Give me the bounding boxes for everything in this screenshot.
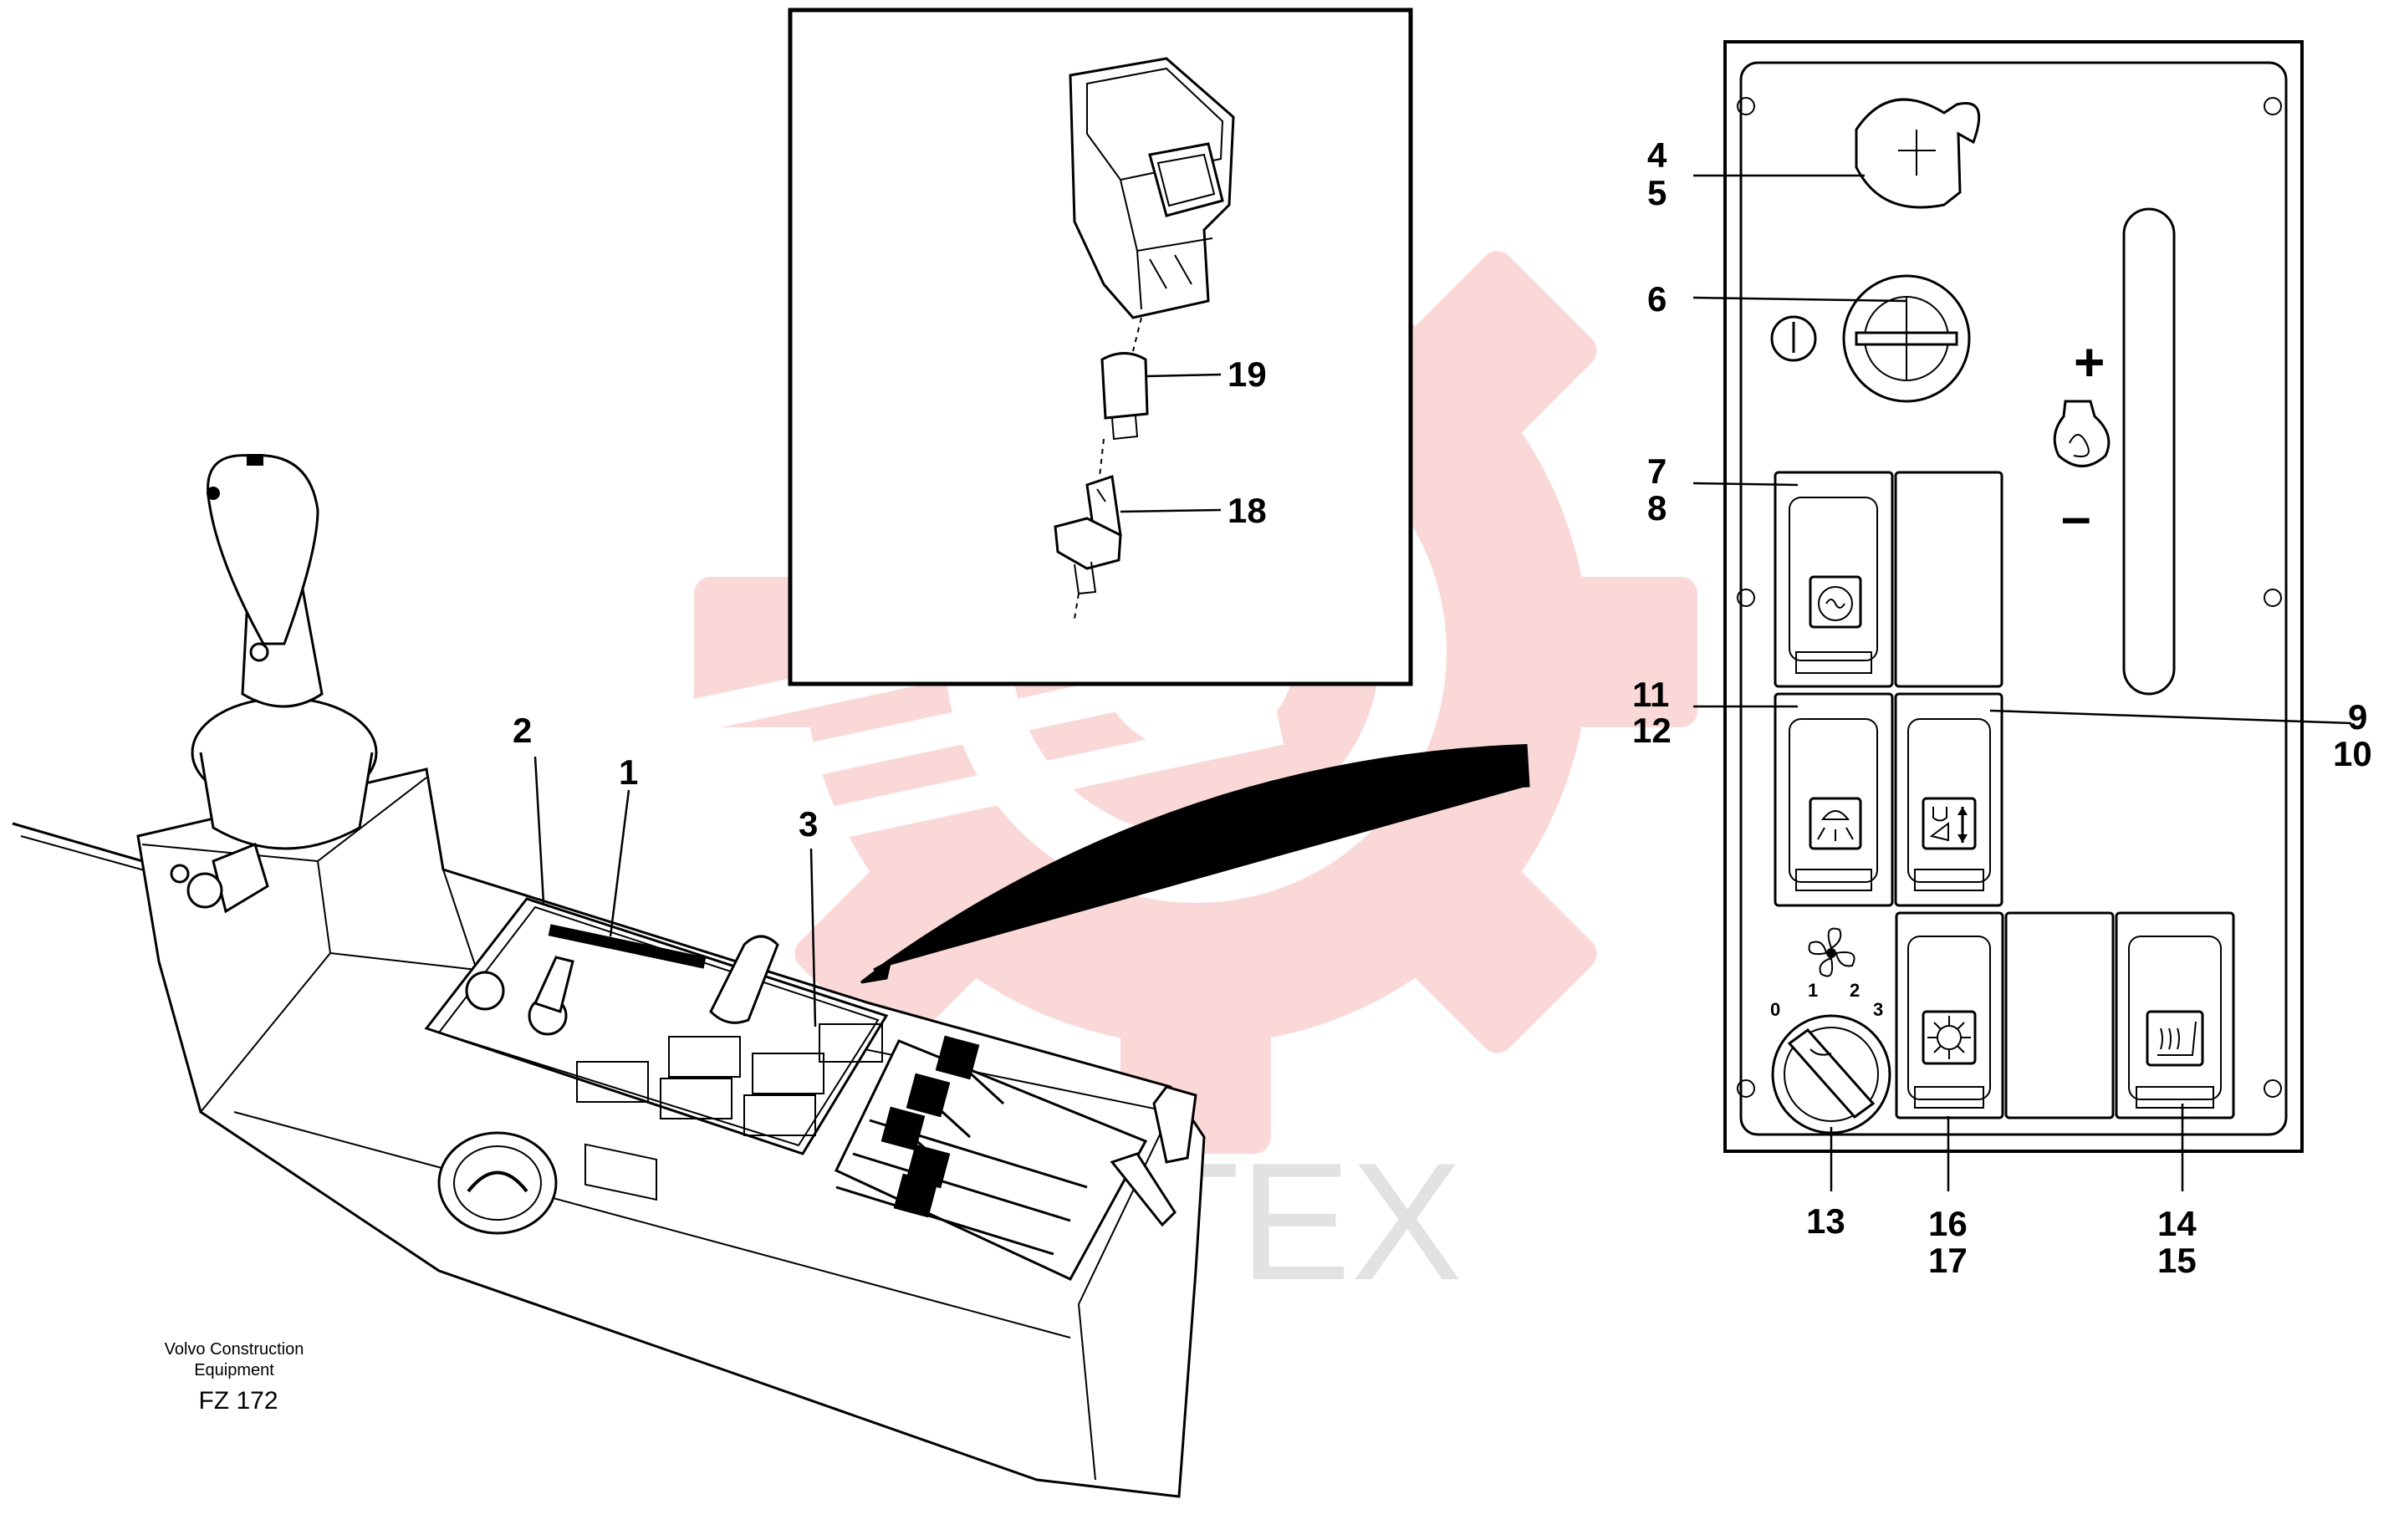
defroster-icon bbox=[1922, 1010, 1977, 1065]
fan-pos-0: 0 bbox=[1770, 999, 1780, 1020]
console-switch-grid bbox=[576, 1023, 883, 1201]
leader-lines bbox=[533, 174, 2352, 1191]
callout-18: 18 bbox=[1228, 491, 1267, 530]
ignition-key-icon bbox=[465, 956, 574, 1036]
ignition-key-icon bbox=[1770, 274, 1971, 403]
control-console bbox=[12, 454, 1206, 1498]
switch-tilt bbox=[1894, 692, 2003, 907]
switch-seat-heater bbox=[2115, 911, 2235, 1119]
rocker-switch-icon bbox=[1069, 57, 1235, 319]
callout-7: 7 bbox=[1647, 451, 1667, 491]
figure-code: FZ 172 bbox=[198, 1387, 278, 1415]
bulb-holder-icon bbox=[1054, 475, 1122, 595]
fan-pos-1: 1 bbox=[1808, 980, 1818, 1001]
callout-8: 8 bbox=[1647, 488, 1667, 528]
callout-5: 5 bbox=[1647, 173, 1667, 212]
seat-heater-icon bbox=[2146, 1010, 2204, 1067]
plus-sign: + bbox=[2074, 332, 2105, 392]
bulb-icon bbox=[1100, 352, 1149, 441]
caption-line-1: Volvo Construction bbox=[165, 1340, 304, 1359]
fan-speed-knob: 0 1 2 3 bbox=[1770, 980, 1891, 1135]
callout-16: 16 bbox=[1928, 1204, 1968, 1243]
callout-labels: 1 2 3 4 5 6 7 8 9 10 11 12 13 14 15 16 1… bbox=[513, 135, 2372, 1280]
switch-work-light bbox=[1774, 692, 1894, 907]
switch-panel: + – bbox=[1723, 40, 2304, 1153]
fan-pos-2: 2 bbox=[1850, 980, 1860, 1001]
inset-box bbox=[788, 8, 1413, 686]
callout-3: 3 bbox=[799, 804, 818, 844]
callout-17: 17 bbox=[1928, 1241, 1968, 1280]
minus-sign: – bbox=[2061, 487, 2091, 547]
tilt-icon bbox=[1922, 797, 1977, 850]
callout-19: 19 bbox=[1228, 354, 1267, 394]
panel-screws bbox=[1737, 97, 2282, 1098]
fan-icon bbox=[1808, 927, 1855, 977]
figure-caption: Volvo Construction Equipment FZ 172 bbox=[165, 1340, 304, 1415]
console-levers bbox=[835, 1035, 1088, 1256]
side-adjuster bbox=[170, 842, 269, 914]
callout-10: 10 bbox=[2333, 734, 2372, 773]
callout-4: 4 bbox=[1647, 135, 1667, 175]
blank-slot-2 bbox=[2004, 911, 2115, 1119]
callout-2: 2 bbox=[513, 711, 532, 750]
callout-12: 12 bbox=[1632, 711, 1672, 750]
joystick bbox=[191, 454, 378, 850]
switch-glow-plug bbox=[1774, 471, 1894, 688]
dimmer-slot bbox=[2122, 207, 2176, 696]
callout-13: 13 bbox=[1806, 1201, 1845, 1241]
blank-slot-1 bbox=[1894, 471, 2003, 688]
caption-line-2: Equipment bbox=[194, 1361, 274, 1379]
direction-arrow bbox=[860, 743, 1530, 984]
work-light-icon bbox=[1809, 797, 1862, 850]
callout-9: 9 bbox=[2348, 697, 2367, 737]
callout-14: 14 bbox=[2157, 1204, 2197, 1243]
callout-11: 11 bbox=[1632, 675, 1669, 714]
socket-cap-icon bbox=[1855, 98, 1981, 209]
callout-1: 1 bbox=[619, 752, 638, 792]
callout-6: 6 bbox=[1647, 279, 1667, 319]
fan-pos-3: 3 bbox=[1873, 999, 1883, 1020]
callout-15: 15 bbox=[2157, 1241, 2197, 1280]
dimmer-icon bbox=[2053, 400, 2111, 467]
glow-plug-icon bbox=[1809, 575, 1862, 629]
console-badge bbox=[437, 1131, 558, 1235]
switch-defroster bbox=[1895, 911, 2004, 1119]
